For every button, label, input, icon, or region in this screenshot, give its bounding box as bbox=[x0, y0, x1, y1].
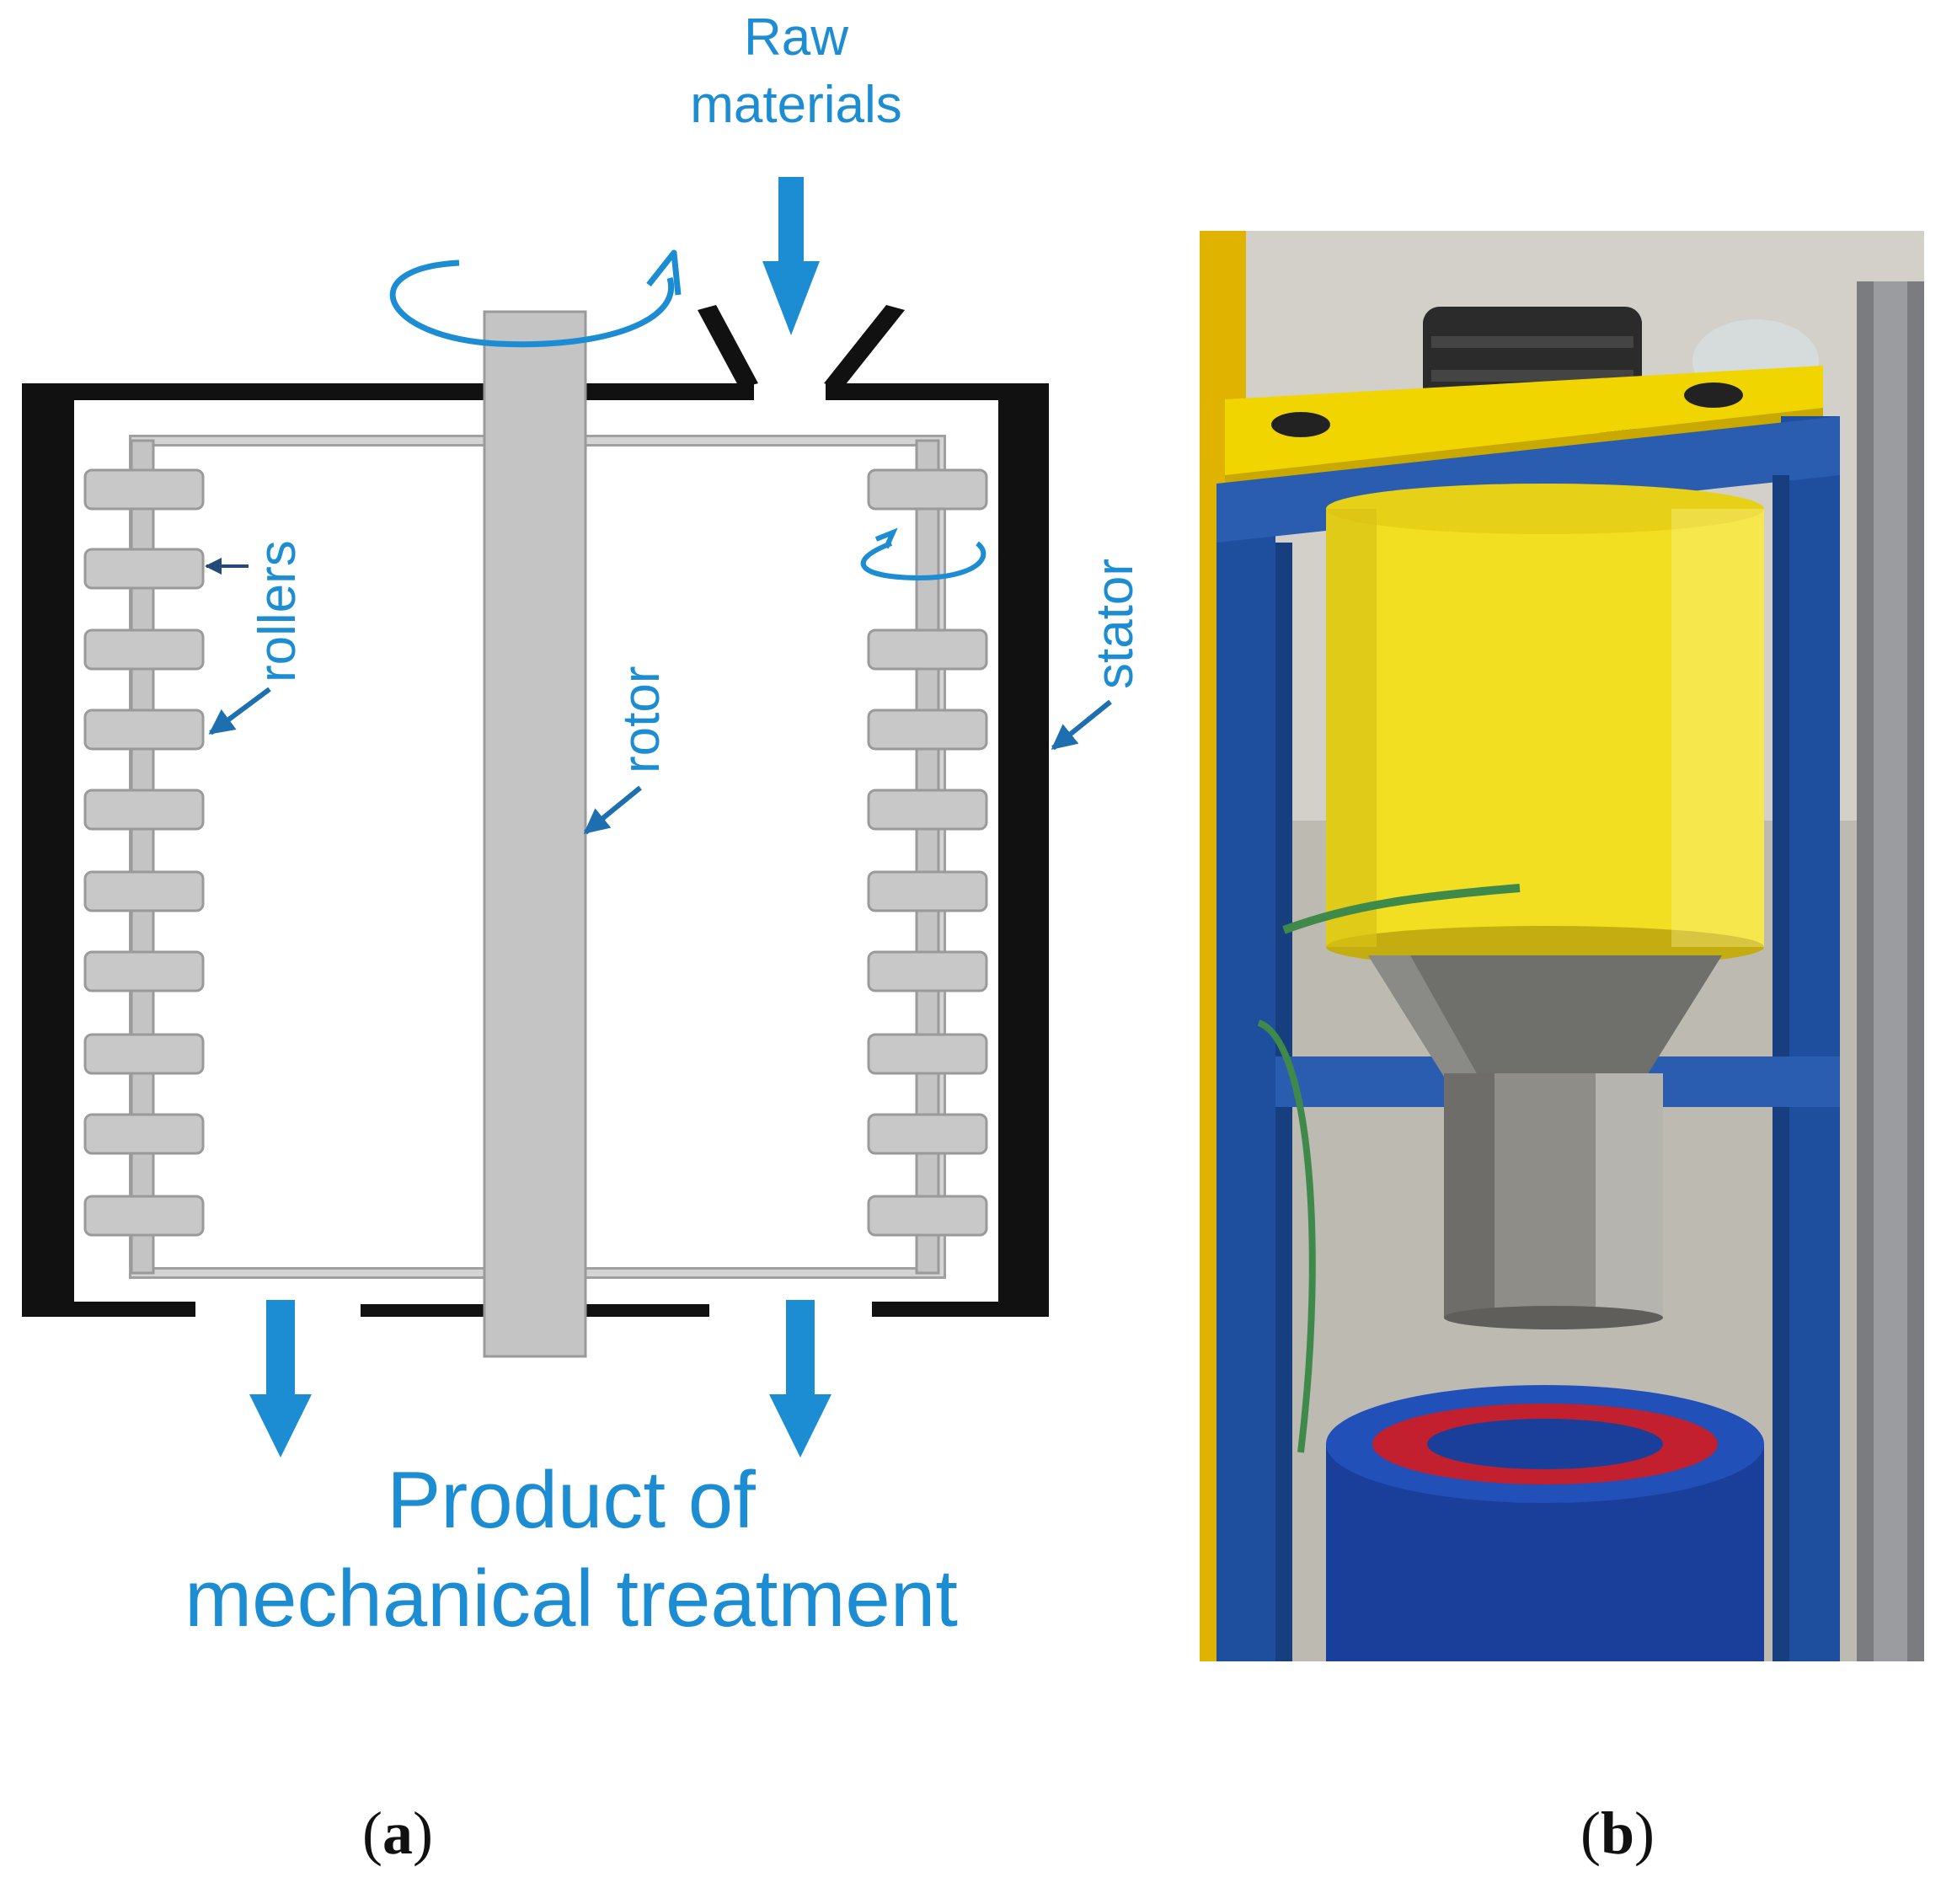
rollers bbox=[83, 468, 988, 1237]
right-roller bbox=[867, 789, 988, 831]
left-roller bbox=[83, 548, 205, 590]
left-roller bbox=[83, 789, 205, 831]
right-roller bbox=[867, 709, 988, 751]
left-roller bbox=[83, 1113, 205, 1155]
left-roller bbox=[83, 950, 205, 992]
mill-schematic: Raw materials rollers rotor stator Produ… bbox=[22, 8, 1144, 1644]
right-roller bbox=[867, 628, 988, 671]
right-roller bbox=[867, 870, 988, 912]
input-arrow-icon bbox=[762, 177, 820, 335]
rollers-pointer-icon bbox=[208, 687, 271, 735]
left-roller bbox=[83, 1195, 205, 1237]
rotor-pointer-icon bbox=[583, 785, 642, 835]
caption-b-letter: b bbox=[1600, 1800, 1635, 1867]
right-roller bbox=[867, 950, 988, 992]
roller-rotation-icon bbox=[860, 527, 987, 581]
left-roller bbox=[83, 709, 205, 751]
apparatus-photo bbox=[1200, 231, 1924, 1661]
photo-mill-icon bbox=[1200, 231, 1924, 1661]
caption-b: (b) bbox=[1580, 1800, 1655, 1867]
input-label-line1: Raw bbox=[744, 8, 848, 67]
stator-pointer-icon bbox=[1051, 699, 1112, 751]
output-arrow-left-icon bbox=[249, 1300, 312, 1457]
left-roller bbox=[83, 1033, 205, 1075]
left-roller bbox=[83, 468, 205, 511]
rollers-label: rollers bbox=[249, 540, 307, 682]
caption-a-letter: a bbox=[382, 1800, 413, 1867]
output-label-line1: Product of bbox=[387, 1455, 756, 1545]
rotor-label: rotor bbox=[612, 666, 671, 773]
right-roller bbox=[867, 1113, 988, 1155]
stator-label: stator bbox=[1086, 559, 1144, 689]
left-roller bbox=[83, 628, 205, 671]
rotor bbox=[483, 310, 587, 1358]
right-roller bbox=[867, 468, 988, 511]
right-roller bbox=[867, 1195, 988, 1237]
output-arrow-right-icon bbox=[769, 1300, 831, 1457]
right-roller bbox=[867, 1033, 988, 1075]
left-roller bbox=[83, 870, 205, 912]
output-label-line2: mechanical treatment bbox=[184, 1554, 958, 1644]
input-label-line2: materials bbox=[690, 76, 902, 134]
rotor-rotation-icon bbox=[389, 249, 682, 348]
caption-a: (a) bbox=[362, 1800, 433, 1867]
